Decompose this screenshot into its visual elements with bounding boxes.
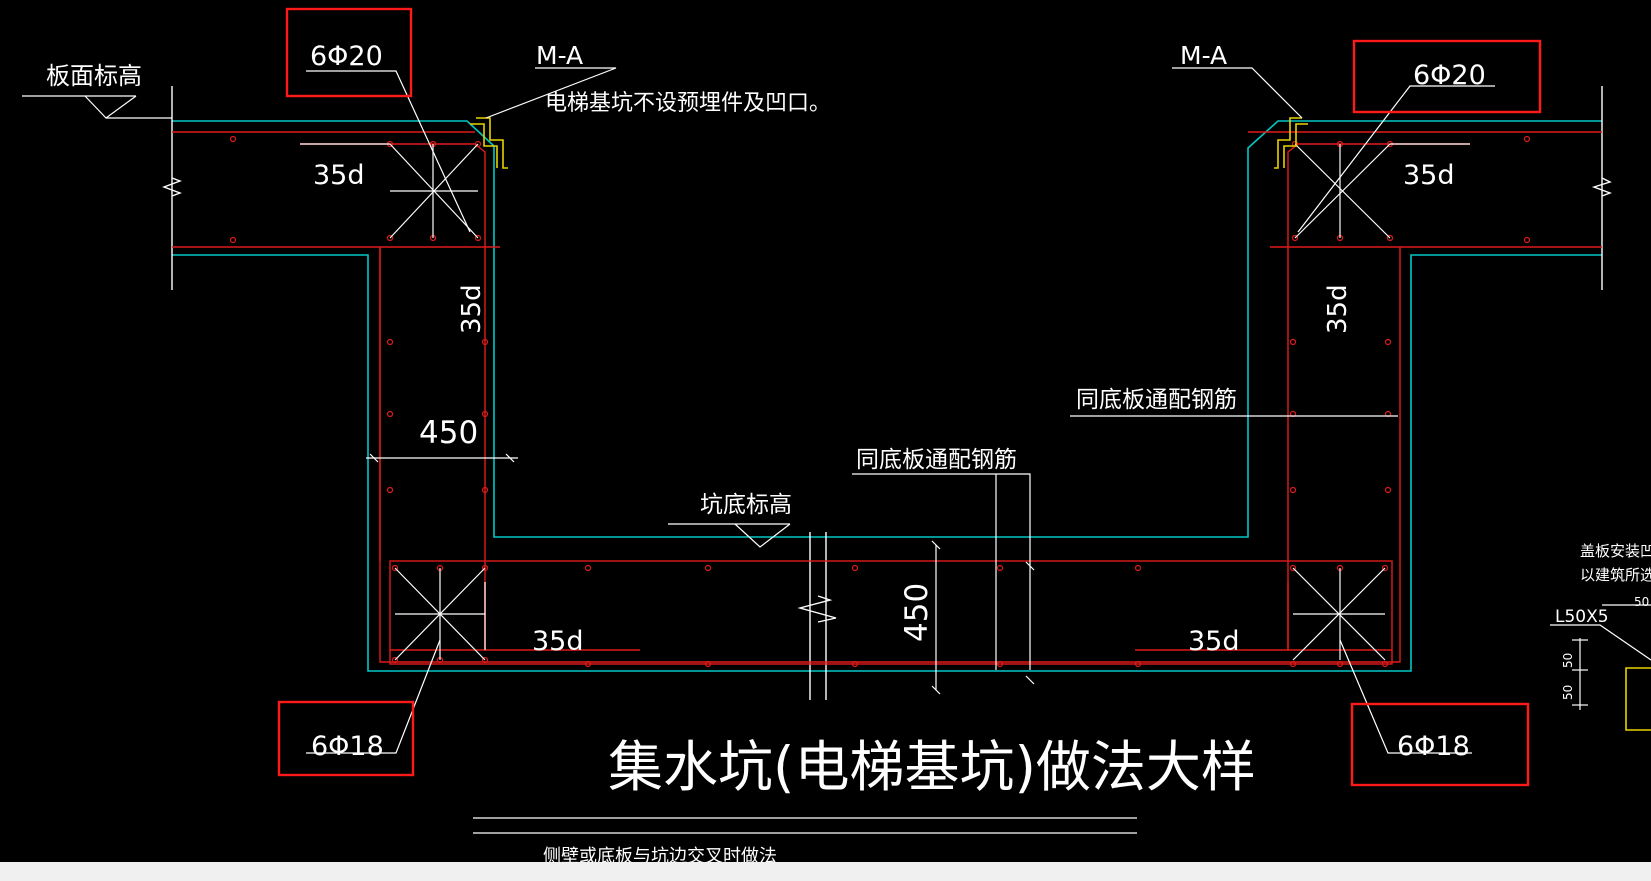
same-reinforcement-lower-label: 同底板通配钢筋: [856, 447, 1017, 473]
anchor-bottom-right-label: 35d: [1188, 626, 1240, 657]
top-bars-left-label: 6Φ20: [310, 41, 383, 72]
dimension-50-top: 50: [1634, 595, 1649, 609]
top-bars-right-label: 6Φ20: [1413, 60, 1486, 91]
highlight-box-top-right: [1352, 39, 1542, 114]
viewport-bottom-bar: [0, 862, 1651, 881]
embedment-left-label: M-A: [536, 41, 583, 70]
cover-note-line-2: 以建筑所选盖板: [1580, 566, 1651, 584]
slab-dimension-label: 450: [899, 583, 935, 642]
highlight-box-top-left: [285, 7, 413, 98]
anchor-top-left-label: 35d: [313, 160, 365, 191]
concrete-outline: [172, 120, 1602, 672]
bottom-bars-left-label: 6Φ18: [311, 731, 384, 762]
drawing-title: 集水坑(电梯基坑)做法大样: [608, 735, 1256, 799]
pit-note-label: 电梯基坑不设预埋件及凹口。: [545, 91, 831, 116]
same-reinforcement-upper-label: 同底板通配钢筋: [1076, 387, 1237, 413]
anchor-wall-left-label: 35d: [457, 284, 487, 334]
highlight-box-bottom-right: [1350, 702, 1530, 787]
anchor-bottom-left-label: 35d: [532, 626, 584, 657]
highlight-box-bottom-left: [277, 700, 415, 777]
corner-crosses: [389, 143, 1391, 661]
cover-note-line-1: 盖板安装凹口尺寸: [1580, 542, 1651, 560]
dimension-50-b: 50: [1561, 685, 1575, 700]
bottom-bars-right-label: 6Φ18: [1397, 731, 1470, 762]
pit-bottom-elevation-label: 坑底标高: [700, 492, 792, 518]
anchor-wall-right-label: 35d: [1323, 284, 1353, 334]
embedded-plates: [470, 117, 1308, 169]
anchor-top-right-label: 35d: [1403, 160, 1455, 191]
rebar-lines: [172, 131, 1602, 665]
dimension-50-a: 50: [1561, 653, 1575, 668]
footer-note: 侧壁或底板与坑边交叉时做法: [543, 846, 777, 862]
rebar-dots: [229, 135, 1531, 668]
embedment-right-label: M-A: [1180, 41, 1227, 70]
annotation-lines: [22, 67, 1651, 834]
highlight-boxes: [277, 7, 1542, 787]
wall-dimension-label: 450: [419, 415, 478, 451]
board-elevation-label: 板面标高: [46, 62, 142, 90]
angle-steel-label: L50X5: [1555, 607, 1609, 627]
pit-detail-drawing: 板面标高 6Φ20 M-A 电梯基坑不设预埋件及凹口。 M-A 6Φ20 35d…: [22, 7, 1651, 862]
break-lines: [162, 86, 1612, 700]
